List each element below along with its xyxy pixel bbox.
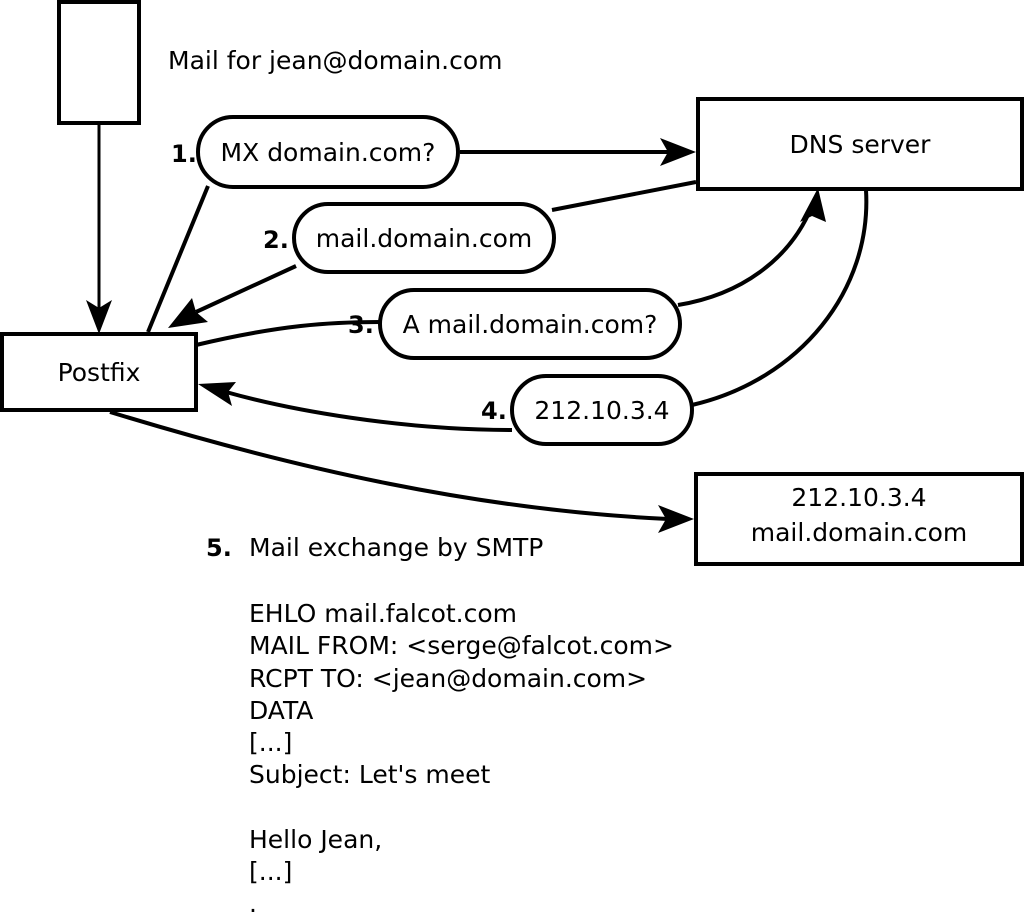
step-3-pill[interactable]: A mail.domain.com? [378, 288, 682, 360]
edge-sender-to-postfix [86, 123, 112, 334]
step-5-number: 5. [206, 534, 232, 562]
step-3-number: 3. [348, 311, 374, 339]
edge-step4-to-postfix [198, 382, 513, 432]
smtp-line-8: [...] [249, 857, 292, 886]
smtp-line-3: DATA [249, 696, 313, 725]
sender-box[interactable] [57, 0, 141, 125]
step-1-pill-shape[interactable] [196, 115, 460, 189]
step-2-pill[interactable]: mail.domain.com [292, 202, 556, 274]
mail-for-note: Mail for jean@domain.com [168, 46, 503, 75]
edge-postfix-to-destination [109, 410, 694, 533]
step-3-pill-label: A mail.domain.com? [403, 310, 658, 339]
step-4-pill-shape[interactable] [510, 374, 694, 446]
destination-ip-label: 212.10.3.4 [791, 483, 926, 512]
step-4-number: 4. [481, 397, 507, 425]
step-5-label: Mail exchange by SMTP [249, 533, 543, 562]
edge-step3-to-dns [677, 188, 826, 307]
step-2-pill-label: mail.domain.com [316, 224, 532, 253]
smtp-line-1: MAIL FROM: <serge@falcot.com> [249, 631, 674, 660]
smtp-line-5: Subject: Let's meet [249, 760, 490, 789]
dns-server-box[interactable] [696, 97, 1024, 191]
step-3-pill-shape[interactable] [378, 288, 682, 360]
edge-dns-to-step4 [691, 189, 869, 407]
step-2-number: 2. [263, 226, 289, 254]
step-1-pill-label: MX domain.com? [221, 138, 436, 167]
destination-box[interactable] [694, 472, 1024, 566]
smtp-line-9: . [249, 889, 257, 918]
smtp-line-0: EHLO mail.falcot.com [249, 599, 517, 628]
step-4-pill[interactable]: 212.10.3.4 [510, 374, 694, 446]
postfix-box[interactable] [0, 332, 198, 412]
edge-postfix-to-step1 [146, 185, 210, 333]
edge-step2-to-postfix [168, 264, 297, 328]
edge-postfix-to-step3 [195, 320, 381, 347]
step-1-pill[interactable]: MX domain.com? [196, 115, 460, 189]
smtp-line-7: Hello Jean, [249, 825, 382, 854]
step-4-pill-label: 212.10.3.4 [534, 396, 669, 425]
dns-server-label: DNS server [790, 130, 932, 159]
step-1-number: 1. [171, 140, 197, 168]
smtp-line-2: RCPT TO: <jean@domain.com> [249, 664, 647, 693]
postfix-label: Postfix [58, 358, 141, 387]
smtp-line-4: [...] [249, 728, 292, 757]
step-2-pill-shape[interactable] [292, 202, 556, 274]
edge-dns-to-step2 [551, 180, 697, 212]
destination-host-label: mail.domain.com [751, 518, 967, 547]
edge-step1-to-dns [460, 138, 696, 166]
